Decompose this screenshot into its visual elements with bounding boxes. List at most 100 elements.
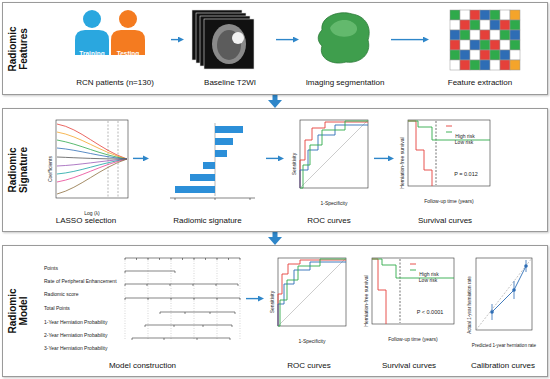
step-caption: Model construction: [109, 362, 176, 371]
flow-arrow: [276, 39, 293, 40]
feature-grid: [450, 30, 460, 40]
feature-grid: [490, 60, 500, 70]
roc-plot: [300, 120, 368, 188]
signature-bars: [175, 186, 215, 193]
feature-grid: [490, 30, 500, 40]
feature-grid: [490, 10, 500, 20]
axis-title: Log (λ): [84, 211, 100, 216]
feature-grid: [500, 50, 510, 60]
mri-stack: [204, 19, 254, 69]
lasso-plot: [57, 159, 127, 174]
row-label: Rate of Peripheral Enhancement: [44, 279, 117, 284]
feature-grid: [470, 40, 480, 50]
survival-plot: [372, 258, 454, 324]
signature-bars: [170, 198, 255, 199]
feature-grid: [470, 30, 480, 40]
step-panel: Survival curves: [395, 112, 495, 228]
step-caption: Radiomic signature: [173, 217, 241, 226]
step-panel: Model construction: [40, 249, 245, 373]
lasso-plot: [57, 159, 127, 182]
nomogram: [145, 325, 232, 327]
feature-grid: [480, 30, 490, 40]
step-caption: Feature extraction: [448, 79, 512, 88]
survival-plot: [446, 132, 452, 133]
feature-grid: [480, 60, 490, 70]
feature-grid: [450, 10, 520, 70]
lasso-plot: [57, 159, 127, 194]
signature-bars: [175, 198, 176, 200]
feature-grid: [450, 20, 460, 30]
calibration-plot: [492, 266, 526, 312]
calibration-plot: [524, 264, 528, 268]
feature-grid: [500, 30, 510, 40]
feature-grid: [460, 30, 470, 40]
feature-grid: [490, 50, 500, 60]
feature-grid: [500, 20, 510, 30]
survival-plot: [436, 121, 437, 185]
roc-plot: [278, 259, 346, 326]
nomogram: [125, 298, 240, 300]
step-panel: ROC curves: [285, 112, 373, 228]
axis-title: Sensitivity: [292, 153, 297, 176]
lasso-plot: [57, 159, 127, 166]
step-caption: ROC curves: [287, 362, 331, 371]
feature-grid: [510, 30, 520, 40]
axis-title: Sensitivity: [270, 291, 275, 314]
axis-title: Predicted 1-year herniation rate: [472, 344, 536, 349]
feature-grid: [450, 10, 460, 20]
step-caption: Survival curves: [382, 362, 436, 371]
step-caption: Calibration curves: [471, 362, 535, 371]
roc-plot: [278, 260, 346, 326]
survival-plot: [408, 120, 490, 186]
roc-plot: [278, 258, 346, 326]
axis-title: Actual 1-year herniation rate: [468, 276, 473, 334]
feature-grid: [480, 40, 490, 50]
legend-text: High risk: [419, 272, 438, 277]
feature-grid: [500, 40, 510, 50]
calibration-plot: [512, 288, 516, 292]
calibration-plot: [476, 258, 532, 330]
feature-grid: [510, 10, 520, 20]
feature-grid: [450, 50, 460, 60]
axis-title: 1-Specificity: [299, 339, 326, 344]
step-panel: Calibration curves: [460, 249, 546, 373]
survival-plot: [410, 270, 416, 271]
signature-bars: [250, 198, 251, 200]
segmentation-mask: [330, 20, 357, 37]
flow-arrow: [246, 298, 258, 299]
feature-grid: [490, 40, 500, 50]
survival-plot: [410, 264, 416, 265]
stage-title: Radiomic Features: [4, 19, 32, 79]
survival-plot: [372, 259, 386, 324]
survival-plot: [400, 259, 401, 323]
nomogram: [125, 258, 240, 340]
mri-stack: [212, 24, 246, 64]
flow-arrow: [374, 158, 388, 159]
nomogram: [125, 258, 240, 260]
row-label: Points: [44, 266, 58, 271]
signature-bars: [203, 162, 215, 169]
roc-plot: [300, 122, 368, 188]
flow-arrow: [133, 158, 143, 159]
feature-grid: [470, 10, 480, 20]
lasso-plot: [57, 124, 127, 159]
feature-grid: [500, 60, 510, 70]
feature-grid: [470, 60, 480, 70]
calibration-plot: [476, 258, 532, 330]
step-caption: ROC curves: [307, 217, 351, 226]
nomogram: [160, 312, 235, 314]
step-panel: Feature extraction: [430, 6, 530, 90]
p-value: P = 0.012: [454, 172, 478, 178]
survival-plot: [408, 121, 432, 186]
axis-title: Follow-up time (years): [388, 337, 437, 342]
feature-grid: [510, 20, 520, 30]
signature-bars: [215, 150, 227, 157]
segmentation-mask: [318, 13, 369, 63]
calibration-plot: [476, 258, 532, 330]
step-caption: Imaging segmentation: [306, 79, 385, 88]
lasso-plot: [57, 157, 127, 159]
roc-plot: [278, 262, 346, 326]
flow-arrow: [391, 39, 423, 40]
